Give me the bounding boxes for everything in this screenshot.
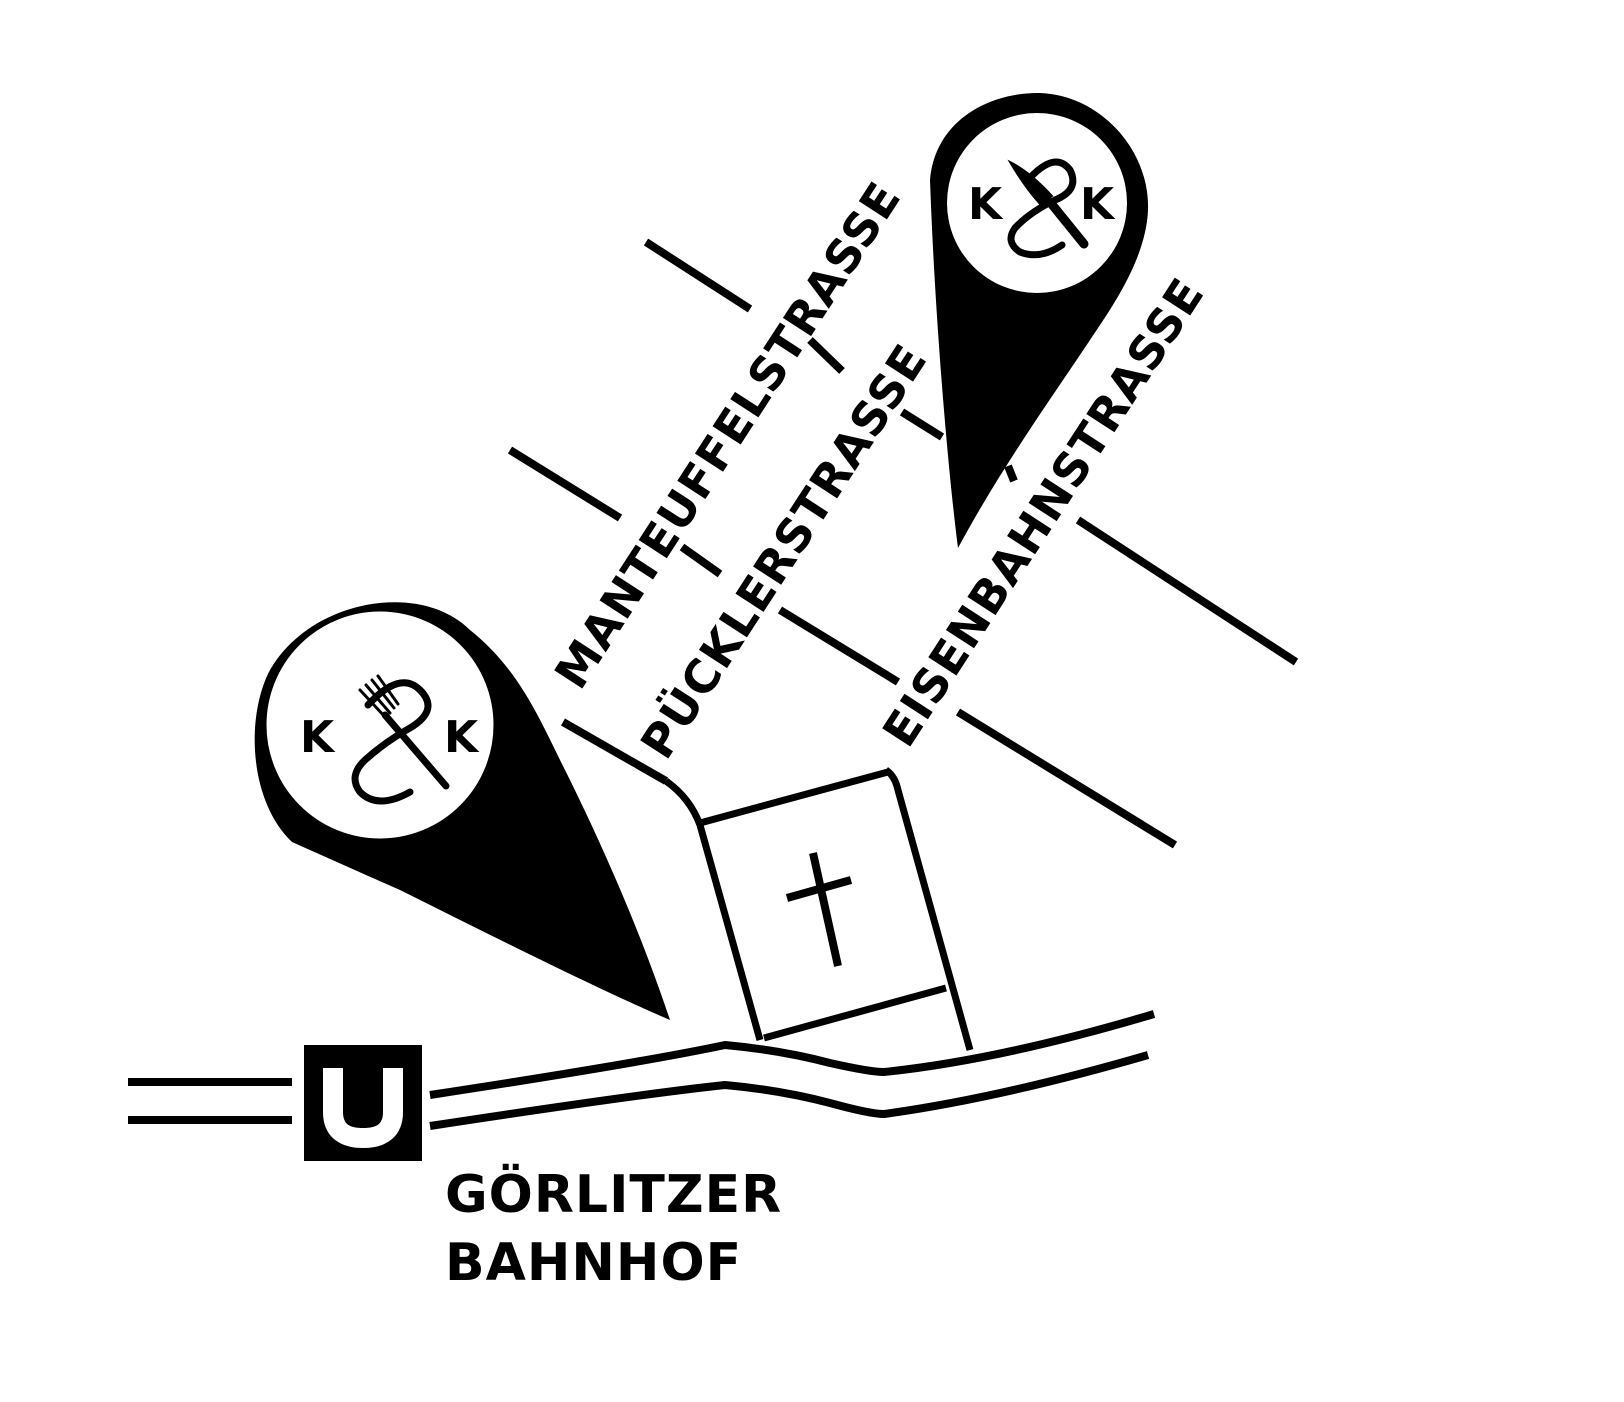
station-name-line2: BAHNHOF	[445, 1233, 742, 1293]
church-block	[663, 767, 974, 1051]
u-bahn-letter-u	[323, 1068, 403, 1149]
street-segment	[899, 408, 945, 441]
church-block-top	[699, 768, 889, 827]
railway-line-east-bottom	[429, 1051, 1150, 1130]
marker-circle-ring	[263, 608, 497, 842]
street-segment	[777, 606, 901, 686]
church-block-right	[883, 767, 974, 1051]
marker-ampersand	[351, 679, 432, 805]
church-block-outline	[663, 778, 764, 1041]
railway	[128, 1010, 1156, 1130]
marker-letter-right: K	[1080, 179, 1116, 230]
cross-streets	[507, 238, 1299, 849]
street-segment	[1075, 516, 1299, 666]
fork-icon	[358, 674, 450, 790]
marker-letter-left: K	[968, 179, 1004, 230]
marker-ampersand	[1007, 158, 1077, 259]
street-segment	[561, 718, 668, 785]
railway-line-east-top	[429, 1010, 1156, 1099]
station-name-line1: GÖRLITZER	[445, 1163, 782, 1225]
street-segment	[507, 446, 623, 522]
street-segment	[807, 337, 845, 374]
church-cross-icon	[785, 852, 853, 967]
location-marker-knife[interactable]: K K	[930, 92, 1149, 549]
street-segment	[955, 708, 1178, 849]
u-bahn-icon[interactable]	[304, 1045, 422, 1161]
marker-circle-bg	[265, 610, 495, 840]
street-segment	[679, 543, 723, 578]
street-segment	[643, 238, 753, 313]
knife-icon	[1007, 159, 1089, 249]
location-marker-fork[interactable]: K K	[254, 602, 671, 1020]
marker-letter-right: K	[444, 712, 480, 763]
street-segment	[1004, 464, 1018, 483]
church-block-bottom	[763, 984, 947, 1042]
marker-letter-left: K	[300, 712, 336, 763]
